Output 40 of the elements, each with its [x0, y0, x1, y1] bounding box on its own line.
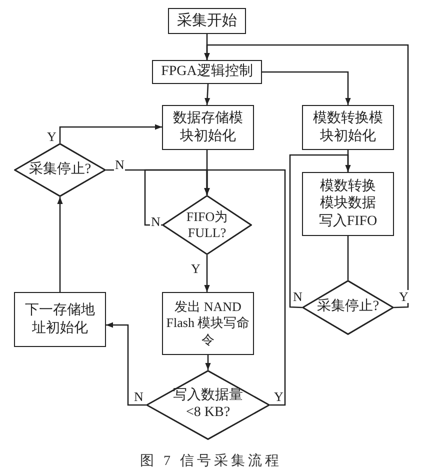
- arrow: [204, 44, 409, 308]
- process-box: [162, 105, 254, 150]
- node-text: 发出 NAND Flash 模块写命令: [166, 299, 250, 348]
- decision-diamond: [14, 143, 106, 197]
- arrow: [205, 355, 211, 370]
- arrow: [59, 124, 162, 143]
- decision-diamond: [162, 195, 252, 255]
- arrow: [289, 154, 351, 308]
- node-text: FPGA逻辑控制: [160, 63, 254, 81]
- process-box: [168, 8, 246, 34]
- edge-label: Y: [190, 262, 202, 275]
- node-text: 采集停止?: [316, 299, 380, 316]
- process-box: [302, 105, 394, 150]
- edge-label: Y: [46, 130, 58, 143]
- node-text: 采集停止?: [28, 162, 92, 178]
- edge-label: Y: [398, 290, 410, 303]
- edge-label: N: [114, 158, 126, 171]
- arrow: [204, 169, 286, 406]
- edge-label: N: [150, 215, 162, 228]
- arrow: [262, 71, 351, 105]
- process-box: [14, 292, 106, 347]
- node-text: 下一存储地址初始化: [24, 302, 96, 337]
- node-text: 数据存储模块初始化: [172, 110, 244, 145]
- edge-label: Y: [273, 390, 284, 403]
- edge-label: N: [292, 290, 304, 303]
- decision-diamond: [302, 280, 394, 335]
- arrow: [106, 322, 146, 406]
- edge-label: N: [133, 390, 144, 403]
- process-box: [162, 292, 254, 355]
- decision-diamond: [146, 370, 270, 440]
- node-text: FIFO为 FULL?: [185, 209, 229, 241]
- figure-caption: 图 7 信号采集流程: [139, 452, 283, 470]
- process-box: [302, 172, 394, 236]
- node-text: 采集开始: [176, 12, 238, 30]
- node-text: 模数转换模块初始化: [312, 110, 384, 145]
- arrow: [204, 255, 210, 292]
- process-box: [152, 60, 262, 84]
- arrow: [57, 197, 63, 292]
- node-text: 模数转换模块数据写入FIFO: [318, 178, 378, 230]
- arrow: [204, 84, 210, 106]
